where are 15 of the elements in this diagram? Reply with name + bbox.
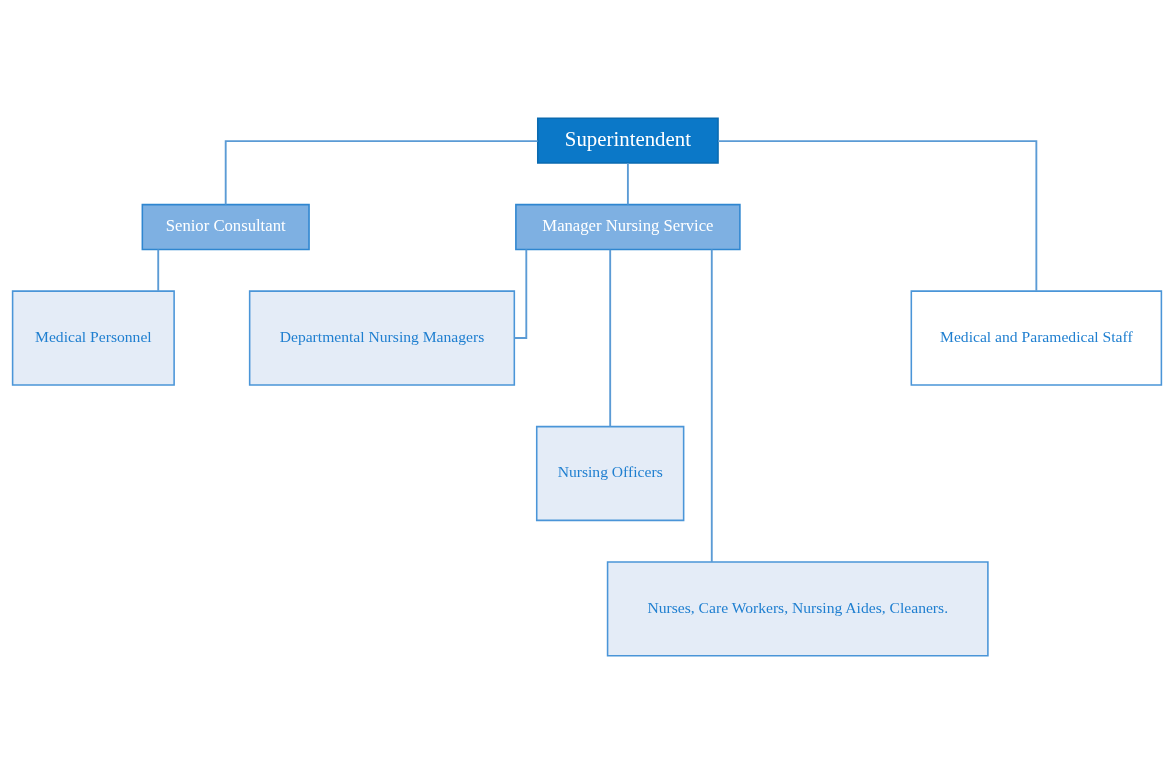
node-box: Senior Consultant bbox=[141, 203, 310, 251]
node-box: Manager Nursing Service bbox=[515, 203, 741, 251]
node-box: Medical and Paramedical Staff bbox=[910, 290, 1163, 386]
node-box: Medical Personnel bbox=[11, 290, 175, 386]
connector bbox=[513, 248, 528, 339]
node-box: Superintendent bbox=[537, 117, 719, 164]
connector bbox=[717, 140, 1038, 292]
node-box: Nurses, Care Workers, Nursing Aides, Cleaners. bbox=[606, 561, 989, 657]
node-box: Nursing Officers bbox=[535, 425, 685, 522]
connector bbox=[710, 248, 713, 563]
connector bbox=[157, 248, 160, 292]
connector bbox=[224, 140, 539, 206]
connector bbox=[626, 162, 629, 206]
node-box: Departmental Nursing Managers bbox=[248, 290, 516, 386]
connector bbox=[609, 248, 612, 428]
